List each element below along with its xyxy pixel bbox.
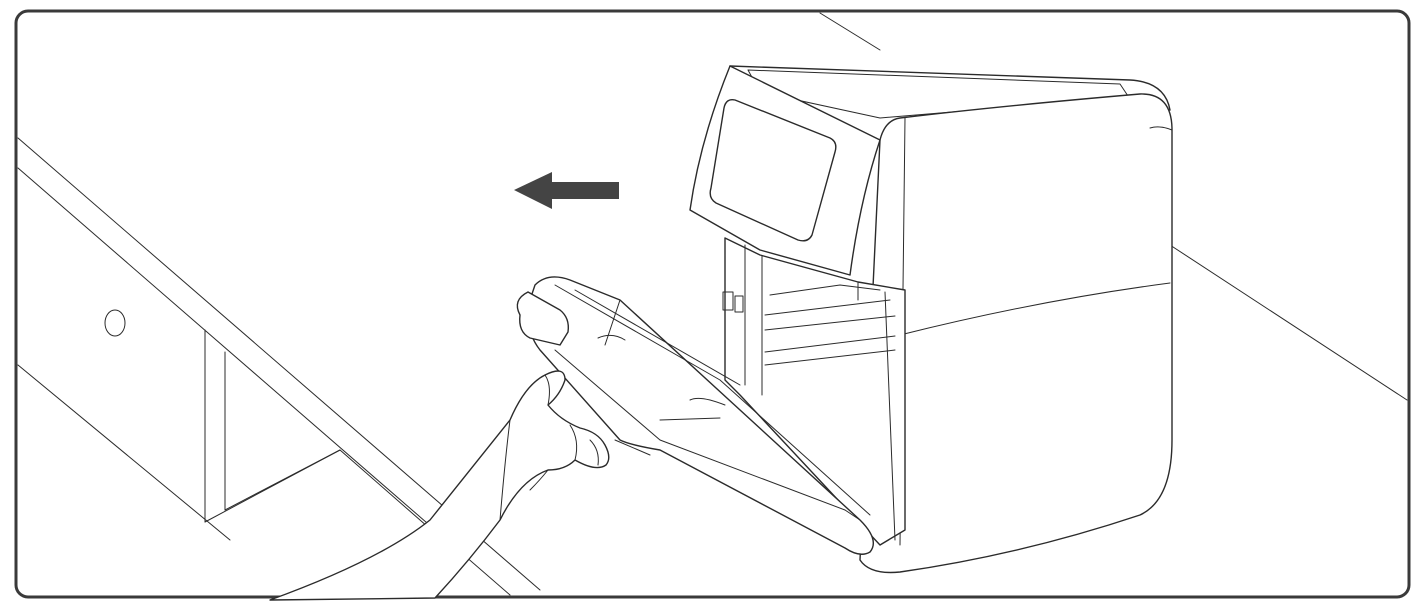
figure-frame — [14, 9, 1411, 599]
air-fryer — [689, 65, 1173, 574]
countertop-edges — [819, 12, 1408, 401]
cabinet-knob — [104, 309, 126, 337]
control-panel — [689, 65, 881, 276]
fryer-body — [859, 93, 1173, 574]
arrow-shaft — [548, 182, 619, 199]
arrow-head — [514, 172, 552, 209]
direction-arrow — [514, 172, 619, 209]
door-handle — [516, 291, 570, 346]
door-panel — [527, 276, 874, 555]
hand-outline — [269, 370, 610, 601]
hand — [269, 370, 610, 601]
fryer-door — [516, 276, 874, 555]
control-screen — [709, 98, 837, 242]
